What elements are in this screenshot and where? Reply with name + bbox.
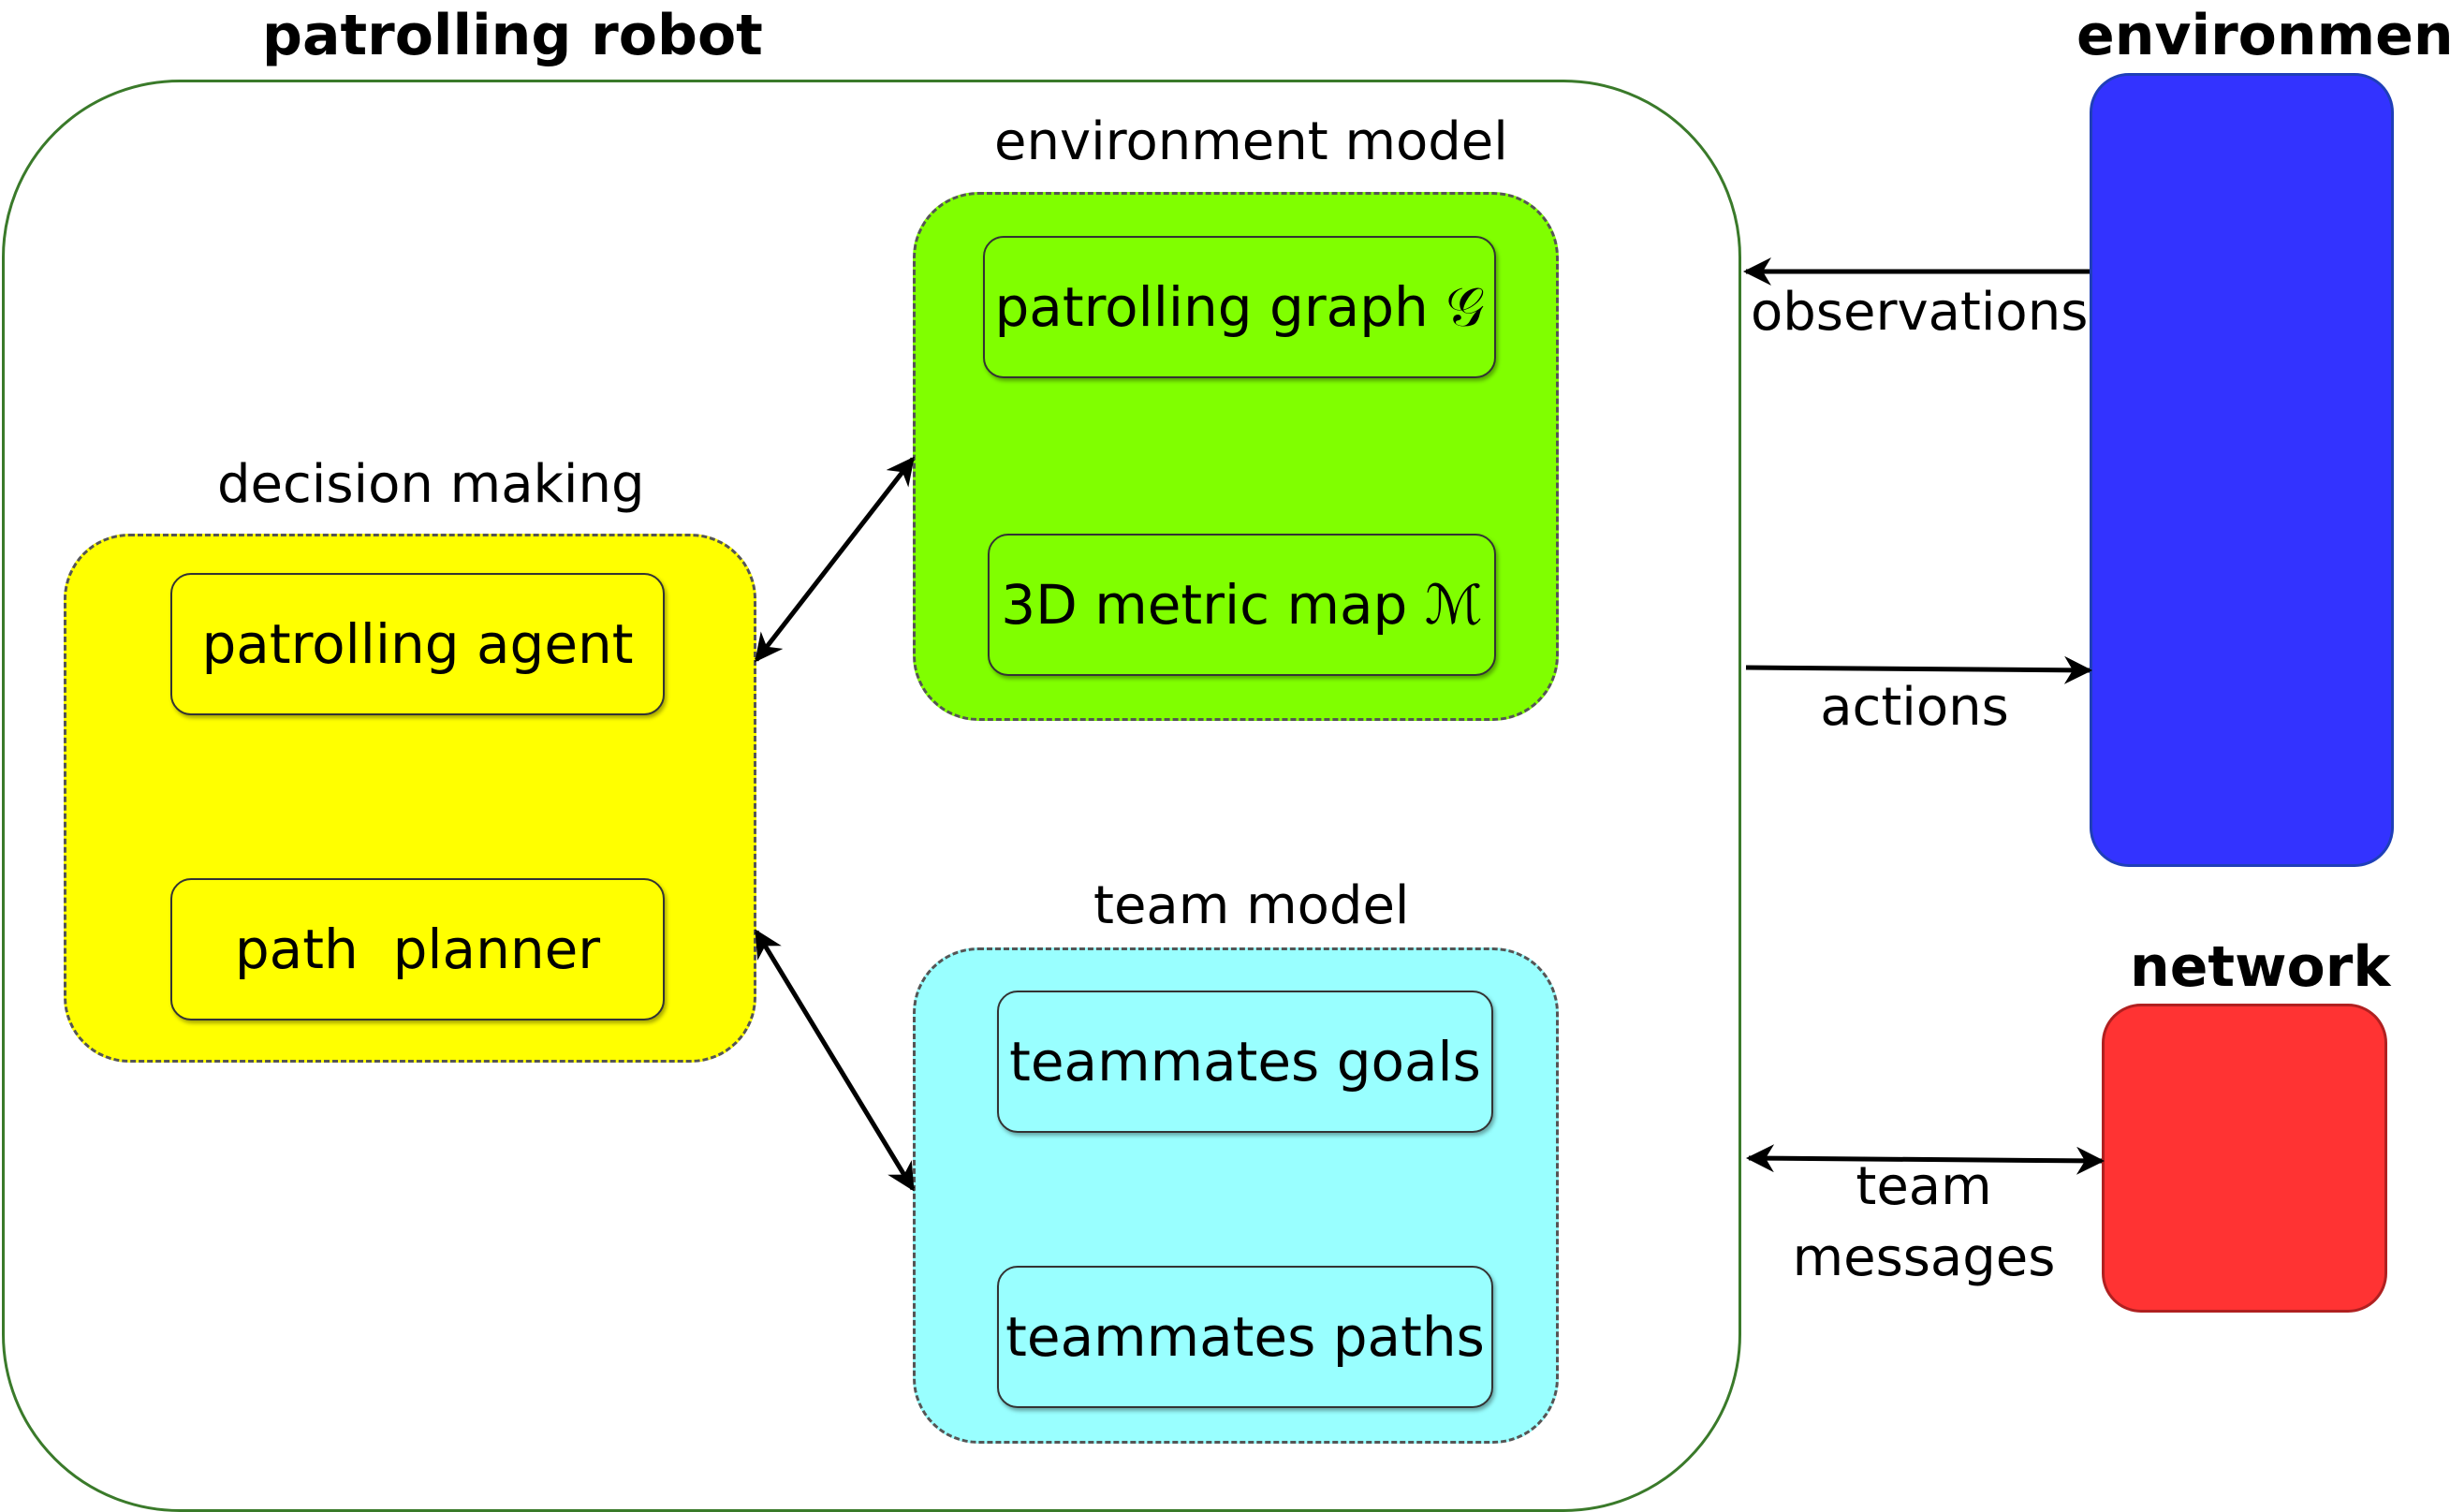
teammates-paths-label: teammates paths — [1005, 1305, 1485, 1369]
decision-making-title: decision making — [217, 454, 645, 515]
actions-arrow — [1745, 655, 2092, 684]
patrolling-robot-frame — [2, 80, 1741, 1512]
environment-model-title: environment model — [994, 111, 1508, 172]
teammates-paths-module: teammates paths — [997, 1266, 1493, 1408]
decision-envmodel-arrow — [755, 456, 915, 663]
patrolling-agent-module: patrolling agent — [170, 573, 665, 715]
team-messages-arrow — [1746, 1144, 2105, 1175]
patrolling-agent-label: patrolling agent — [201, 612, 634, 676]
teammates-goals-module: teammates goals — [997, 991, 1493, 1133]
path-planner-label: path planner — [234, 917, 601, 981]
team-messages-label-line2: messages — [1792, 1227, 2056, 1288]
metric-map-module: 3D metric map ℳ — [988, 534, 1496, 676]
patrolling-graph-label: patrolling graph 𝒢 — [994, 274, 1485, 339]
actions-label: actions — [1820, 677, 2009, 738]
patrolling-robot-title: patrolling robot — [262, 3, 763, 68]
network-title: network — [2130, 934, 2391, 1000]
metric-map-label: 3D metric map ℳ — [1001, 573, 1483, 637]
decision-team-arrow — [754, 929, 916, 1192]
patrolling-graph-module: patrolling graph 𝒢 — [983, 236, 1496, 378]
path-planner-module: path planner — [170, 878, 665, 1020]
teammates-goals-label: teammates goals — [1009, 1030, 1481, 1094]
environment-block — [2090, 73, 2394, 867]
observations-label: observations — [1751, 282, 2089, 343]
team-model-title: team model — [1093, 875, 1410, 936]
network-block — [2102, 1004, 2387, 1313]
environment-title: environment — [2076, 3, 2450, 68]
